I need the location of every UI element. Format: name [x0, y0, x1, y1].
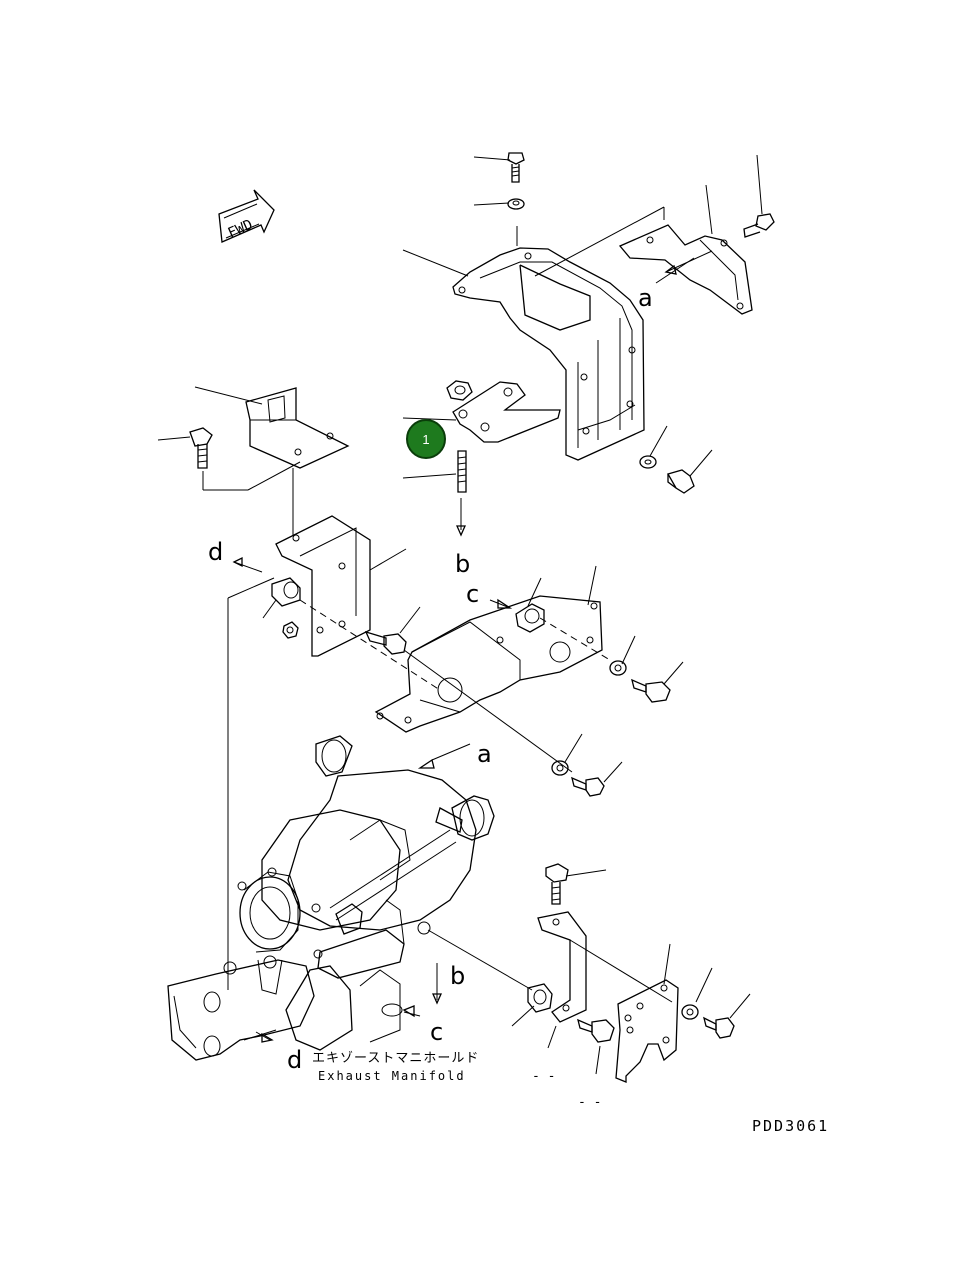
exhaust-manifold-label-jp: エキゾーストマニホールド — [312, 1051, 479, 1066]
left-upper-bracket — [194, 386, 350, 536]
d-arrow-1 — [232, 556, 263, 573]
label-c-upper: c — [466, 580, 479, 608]
label-a-upper: a — [638, 284, 653, 312]
top-bolt — [473, 152, 525, 183]
dash-label-2: - - — [578, 1095, 601, 1110]
center-bracket — [374, 565, 611, 773]
lower-right-plate — [615, 943, 679, 1083]
c-arrow-1 — [489, 598, 513, 609]
dashed-centerline-left — [299, 599, 441, 691]
exhaust-manifold — [167, 955, 315, 1061]
callout-badge-1[interactable]: 1 — [406, 419, 446, 459]
bolt-lower-right — [703, 993, 751, 1039]
callout-badge-number: 1 — [422, 432, 429, 447]
washer-upper-right — [639, 425, 668, 469]
label-a-lower: a — [477, 740, 492, 768]
washer-center-right — [609, 635, 636, 676]
exhaust-manifold-label-en: Exhaust Manifold — [318, 1069, 466, 1083]
spacer-center — [515, 577, 545, 633]
spacer-lower — [511, 983, 553, 1027]
turbocharger — [237, 735, 533, 1051]
spacer-left — [262, 577, 301, 619]
top-right-plate — [618, 184, 753, 315]
bolt-center-right — [631, 661, 684, 703]
label-c-lower: c — [430, 1018, 443, 1046]
small-bracket — [402, 381, 561, 443]
fwd-label: FWD — [226, 217, 256, 242]
washer-lower-right — [681, 967, 713, 1020]
label-b-upper: b — [455, 550, 470, 578]
label-d-upper: d — [208, 538, 223, 566]
leader-d-line — [227, 577, 275, 599]
upper-bracket — [402, 206, 665, 461]
stud — [402, 450, 467, 537]
drawing-code: PDD3061 — [752, 1117, 829, 1135]
label-b-lower: b — [450, 962, 465, 990]
label-d-lower: d — [287, 1046, 302, 1074]
left-middle-bracket — [275, 515, 407, 657]
bolt-lower-bracket — [547, 1018, 615, 1075]
lower-bolt-vertical — [545, 863, 607, 905]
washer-lower-center — [551, 733, 583, 776]
lower-bracket — [537, 911, 673, 1023]
forward-arrow-icon: FWD — [218, 189, 275, 243]
left-upper-bolt — [157, 427, 213, 469]
top-right-bolt — [743, 154, 775, 238]
bolt-lower-center — [571, 761, 623, 797]
top-washer — [473, 198, 525, 210]
dash-label-1: - - — [532, 1069, 555, 1084]
small-nut-left — [282, 621, 299, 639]
bolt-middle — [364, 606, 421, 655]
nut — [446, 380, 473, 401]
bolt-upper-right — [667, 449, 713, 494]
callout-badge-circle[interactable] — [406, 419, 446, 459]
